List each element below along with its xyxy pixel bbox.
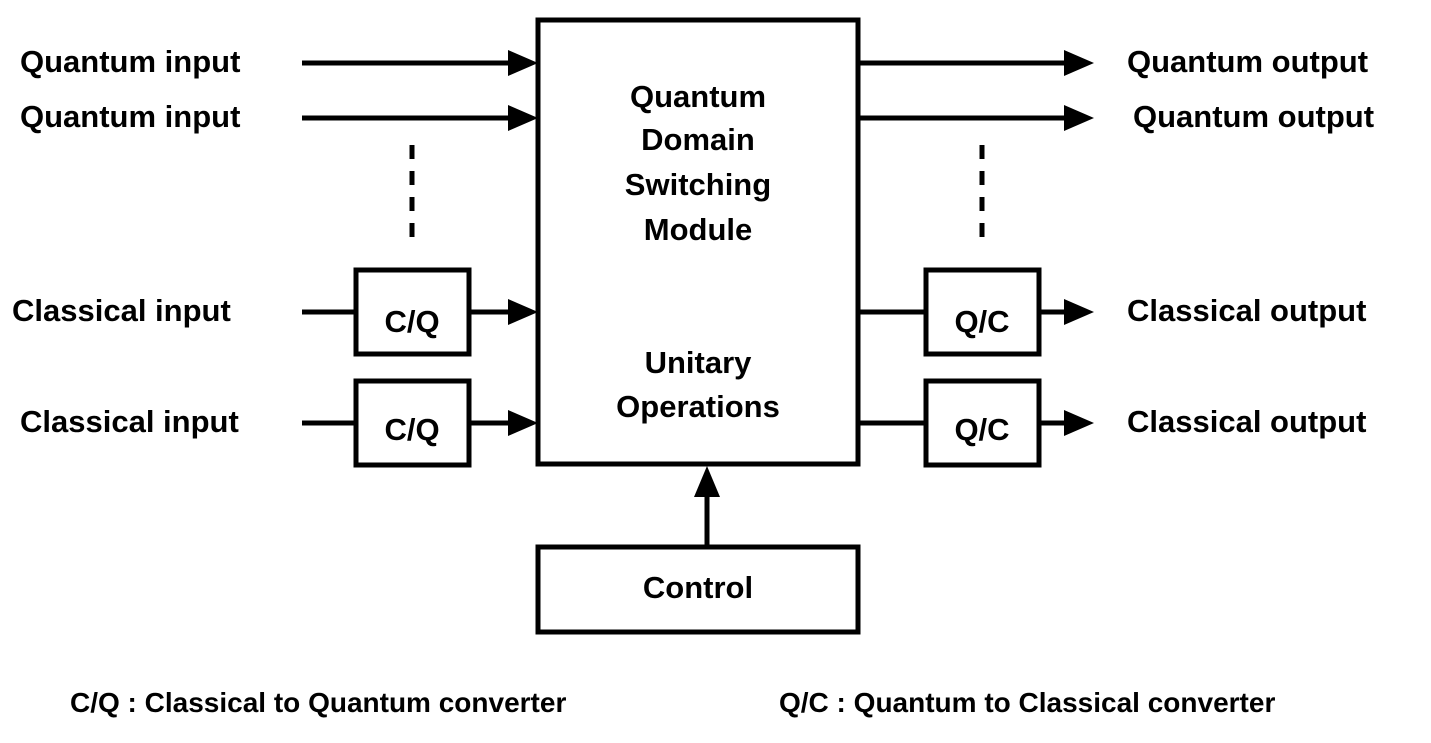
cq-converter-label-1: C/Q [384,304,439,339]
quantum-input-arrow-2 [508,105,538,131]
quantum-input-label-1: Quantum input [20,44,240,79]
module-ops-line-1: Unitary [645,345,753,380]
quantum-output-label-1: Quantum output [1127,44,1368,79]
quantum-input-label-2: Quantum input [20,99,240,134]
cq-output-arrow-1 [508,299,538,325]
control-label: Control [643,570,753,605]
classical-output-arrow-1 [1064,299,1094,325]
legend-qc: Q/C : Quantum to Classical converter [779,687,1275,718]
cq-converter-label-2: C/Q [384,412,439,447]
quantum-input-arrow-1 [508,50,538,76]
control-box [535,544,861,635]
control-arrow [694,466,720,497]
quantum-output-arrow-2 [1064,105,1094,131]
module-title-line-1: Quantum [630,79,766,114]
classical-output-arrow-2 [1064,410,1094,436]
switching-module-box [535,17,861,467]
module-title-line-2: Domain [641,122,755,157]
classical-output-label-1: Classical output [1127,293,1366,328]
qc-converter-label-2: Q/C [954,412,1009,447]
legend-cq: C/Q : Classical to Quantum converter [70,687,566,718]
cq-output-arrow-2 [508,410,538,436]
classical-output-label-2: Classical output [1127,404,1366,439]
classical-input-label-2: Classical input [20,404,239,439]
module-ops-line-2: Operations [616,389,780,424]
qc-converter-label-1: Q/C [954,304,1009,339]
module-title-line-4: Module [644,212,753,247]
quantum-output-label-2: Quantum output [1133,99,1374,134]
quantum-output-arrow-1 [1064,50,1094,76]
module-title-line-3: Switching [625,167,771,202]
classical-input-label-1: Classical input [12,293,231,328]
